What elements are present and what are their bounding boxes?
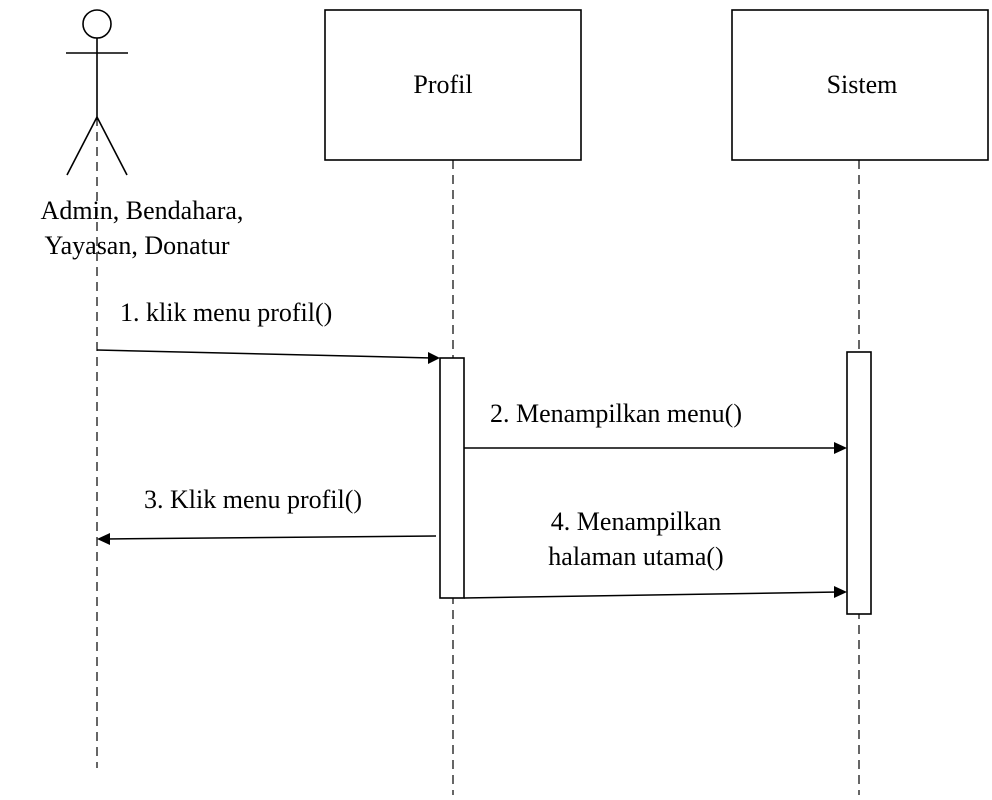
actor-label-line2: Yayasan, Donatur (44, 231, 229, 260)
arrowhead-icon (97, 533, 110, 545)
arrowhead-icon (834, 442, 847, 454)
message-label-4-line1: 4. Menampilkan (551, 507, 721, 536)
actor-head (82, 9, 112, 39)
message-label-4-line2: halaman utama() (548, 542, 723, 571)
arrowhead-icon (834, 586, 847, 598)
message-label-1: 1. klik menu profil() (120, 298, 332, 327)
participant-label-sistem: Sistem (827, 70, 898, 99)
message-arrow-2 (464, 442, 847, 454)
message-label-2: 2. Menampilkan menu() (490, 399, 742, 428)
profil-activation-bar (439, 357, 465, 599)
actor-right-leg (96, 116, 128, 176)
message-arrow-4 (463, 586, 847, 599)
actor-stick-figure (66, 9, 128, 176)
message-label-3: 3. Klik menu profil() (144, 485, 362, 514)
arrowhead-icon (428, 352, 440, 364)
actor-left-leg (66, 116, 98, 176)
participant-label-profil: Profil (413, 70, 472, 99)
participant-box-sistem (731, 9, 989, 161)
message-arrow-1 (96, 349, 440, 364)
actor-label-line1: Admin, Bendahara, (41, 196, 244, 225)
participant-box-profil (324, 9, 582, 161)
sistem-activation-bar (846, 351, 872, 615)
message-arrow-3 (97, 533, 437, 545)
